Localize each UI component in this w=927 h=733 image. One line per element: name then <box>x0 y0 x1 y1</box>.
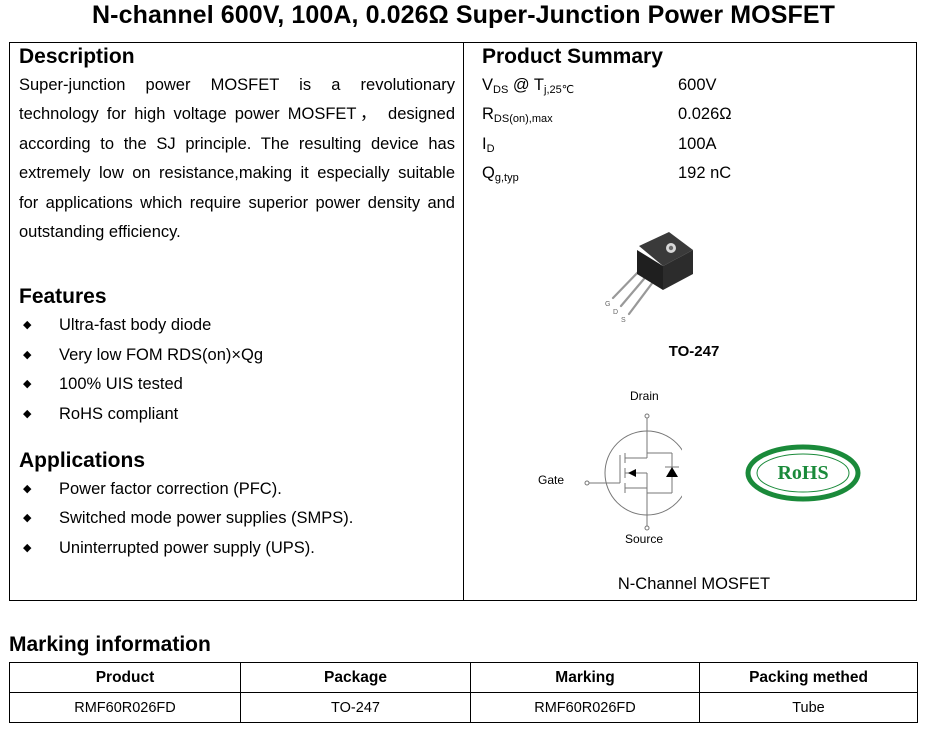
bullet-icon: ◆ <box>23 348 32 361</box>
pin-label-source: S <box>621 317 626 324</box>
list-item: ◆Ultra-fast body diode <box>19 311 455 340</box>
table-row: RMF60R026FD TO-247 RMF60R026FD Tube <box>9 692 918 723</box>
summary-value: 0.026Ω <box>678 105 732 124</box>
bullet-icon: ◆ <box>23 541 32 554</box>
list-item: ◆Very low FOM RDS(on)×Qg <box>19 341 455 370</box>
summary-value: 600V <box>678 76 717 94</box>
bullet-icon: ◆ <box>23 319 32 332</box>
marking-heading: Marking information <box>9 633 211 656</box>
source-label: Source <box>625 532 664 546</box>
bullet-icon: ◆ <box>23 512 32 525</box>
to247-package-image: G D S <box>605 232 693 324</box>
column-header: Package <box>240 662 471 693</box>
table-cell: Tube <box>699 692 918 723</box>
pin-label-drain: D <box>613 309 618 316</box>
table-header-row: Product Package Marking Packing methed <box>9 662 918 693</box>
summary-value: 192 nC <box>678 164 732 183</box>
summary-row: ID 100A <box>472 130 916 159</box>
overview-panel: Description Super-junction power MOSFET … <box>9 42 917 601</box>
symbol-caption: N-Channel MOSFET <box>617 575 771 593</box>
summary-heading: Product Summary <box>482 45 663 68</box>
features-heading: Features <box>19 285 107 309</box>
bullet-icon: ◆ <box>23 407 32 420</box>
drain-label: Drain <box>630 389 659 403</box>
summary-value: 100A <box>678 134 717 153</box>
left-column: Description Super-junction power MOSFET … <box>19 43 455 563</box>
applications-heading: Applications <box>19 449 146 473</box>
summary-row: VDS @ Tj,25℃ 600V <box>472 71 916 100</box>
column-header: Packing methed <box>699 662 918 693</box>
description-text: Super-junction power MOSFET is a revolut… <box>19 76 455 242</box>
bullet-icon: ◆ <box>23 483 32 496</box>
datasheet-title: N-channel 600V, 100A, 0.026Ω Super-Junct… <box>91 1 835 29</box>
column-header: Product <box>9 662 241 693</box>
summary-param: Qg,typ <box>482 164 519 185</box>
bullet-icon: ◆ <box>23 378 32 391</box>
column-divider <box>463 43 464 600</box>
applications-list: ◆Power factor correction (PFC). ◆Switche… <box>19 475 455 563</box>
list-item: ◆100% UIS tested <box>19 370 455 399</box>
right-column: Product Summary VDS @ Tj,25℃ 600V RDS(on… <box>472 43 916 600</box>
list-item: ◆RoHS compliant <box>19 400 455 429</box>
column-header: Marking <box>470 662 700 693</box>
summary-row: RDS(on),max 0.026Ω <box>472 100 916 129</box>
table-cell: RMF60R026FD <box>9 692 241 723</box>
gate-label: Gate <box>538 473 565 487</box>
marking-table: Product Package Marking Packing methed R… <box>9 662 918 723</box>
table-cell: TO-247 <box>240 692 471 723</box>
summary-param: ID <box>482 134 495 155</box>
table-cell: RMF60R026FD <box>470 692 700 723</box>
description-heading: Description <box>19 45 135 68</box>
features-list: ◆Ultra-fast body diode ◆Very low FOM RDS… <box>19 311 455 429</box>
rohs-logo: RoHS <box>745 444 861 502</box>
list-item: ◆Uninterrupted power supply (UPS). <box>19 534 455 563</box>
rohs-text: RoHS <box>777 462 828 484</box>
list-item: ◆Switched mode power supplies (SMPS). <box>19 504 455 533</box>
pin-label-gate: G <box>605 301 610 308</box>
mosfet-schematic-icon <box>584 413 682 531</box>
summary-row: Qg,typ 192 nC <box>472 159 916 188</box>
list-item: ◆Power factor correction (PFC). <box>19 475 455 504</box>
summary-param: VDS @ Tj,25℃ <box>482 76 575 96</box>
summary-param: RDS(on),max <box>482 105 553 126</box>
package-label: TO-247 <box>668 343 720 360</box>
